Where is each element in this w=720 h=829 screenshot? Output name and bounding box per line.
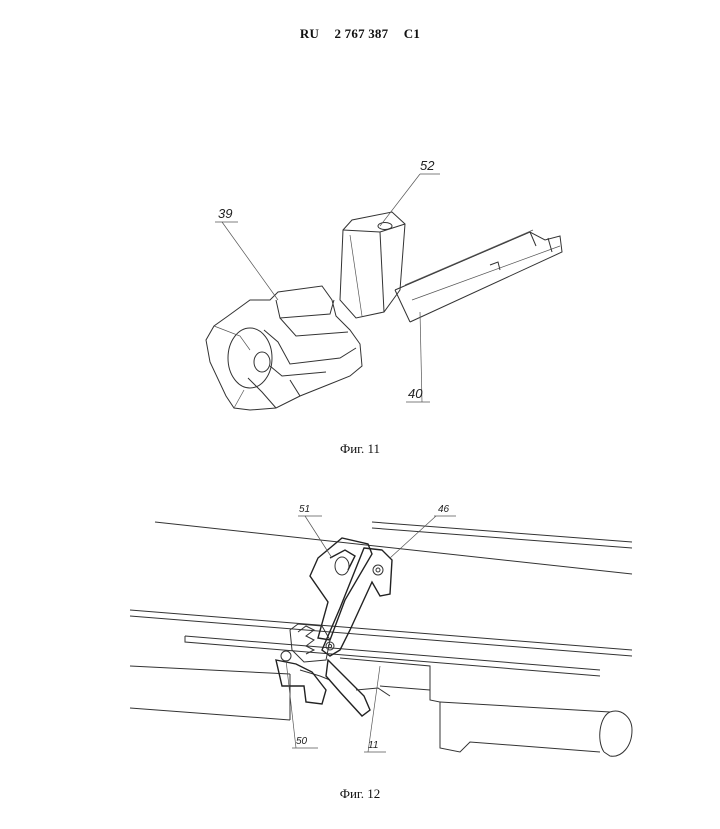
patent-kind: C1 (403, 26, 421, 41)
label-50: 50 (296, 736, 308, 747)
receiver-housing (129, 521, 633, 757)
figure-12-caption: Фиг. 12 (339, 786, 381, 801)
patent-country: RU (299, 26, 320, 41)
bolt-stem-52 (339, 211, 406, 319)
figure-12-drawing: 51 46 50 11 (129, 504, 633, 757)
trigger-lever-assembly (275, 537, 393, 717)
label-52: 52 (420, 158, 435, 173)
figure-11-drawing: 52 39 40 (205, 158, 563, 411)
patent-header: RU 2 767 387 C1 (0, 26, 720, 42)
label-39: 39 (218, 206, 232, 221)
label-51: 51 (299, 504, 310, 515)
label-40: 40 (408, 386, 423, 401)
figure-11-caption: Фиг. 11 (339, 441, 381, 456)
patent-number: 2 767 387 (334, 26, 389, 41)
label-11: 11 (368, 740, 378, 751)
bolt-head-39 (205, 285, 363, 411)
label-46: 46 (438, 504, 450, 515)
bolt-carrier-rod (394, 229, 563, 323)
